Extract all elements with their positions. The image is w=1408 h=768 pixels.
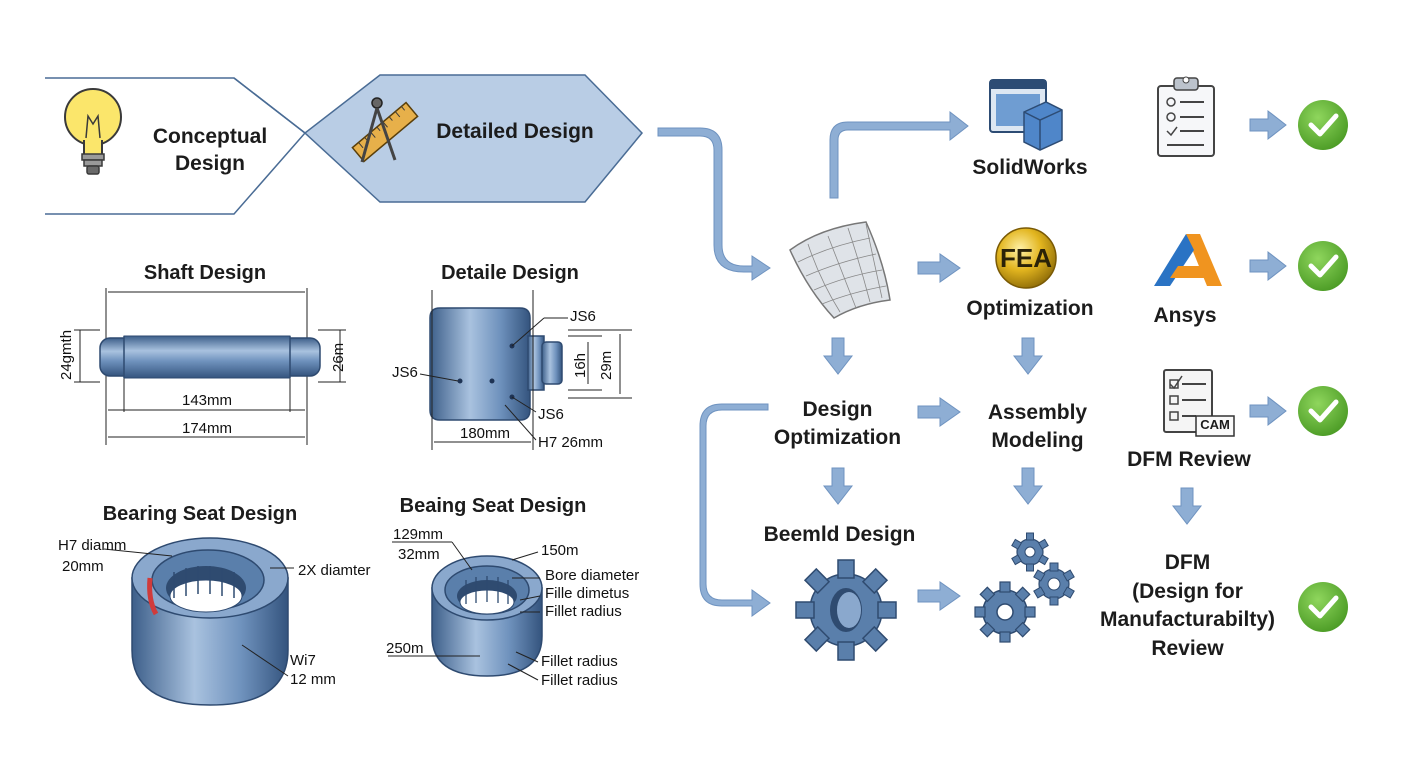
design-optimization-label: Design Optimization [773,398,902,449]
detail-js6-bottom: JS6 [538,406,564,423]
bearing-right-title: Beaing Seat Design [399,495,587,517]
cam-label: CAM [1200,417,1230,432]
ansys-logo-icon [1154,234,1222,286]
detail-part-body [429,307,563,421]
solidworks-label: SolidWorks [972,156,1088,179]
cam-checklist-icon [1163,369,1235,437]
bearing-left-w7: Wi7 [290,652,316,669]
dfm-full-label: DFM (Design for Manufacturabilty) Review [1099,551,1275,660]
detailed-design-hexagon [303,74,644,203]
bearing-left-dia: 2X diamter [298,562,371,579]
gears-assembly-icon [974,532,1075,643]
detailed-design-label: Detailed Design [436,120,594,143]
detail-part-dimensions [419,290,632,450]
check-circle-icon [1298,241,1348,291]
bearing-right-fillet1: Fillet radius [545,603,622,620]
compass-ruler-icon [351,97,419,163]
detail-dim-16: 16h [572,352,589,378]
bearing-right-fille: Fille dimetus [545,585,630,602]
block-arrows [822,109,1287,611]
check-circle-icon [1298,582,1348,632]
flow-arrow-loop [699,403,771,617]
detail-dim-29: 29m [598,350,615,380]
bearing-right-d32: 32mm [398,546,440,563]
optimization-label: Optimization [966,297,1094,320]
ansys-label: Ansys [1153,304,1217,327]
bearing-right-fillet2: Fillet radius [541,653,618,670]
shaft-design-title: Shaft Design [143,262,267,284]
shaft-dim-inner: 143mm [182,392,233,409]
bearing-right-d129: 129mm [393,526,444,543]
lightbulb-icon [64,88,122,175]
bearing-left-body [131,537,289,706]
beemld-design-label: Beemld Design [763,523,916,546]
bearing-right-d25: 250m [386,640,424,657]
mesh-icon [789,221,891,319]
bearing-right-leaders [388,541,541,681]
bearing-left-leaders [103,548,294,677]
bearing-left-d12: 12 mm [290,671,336,688]
bearing-left-title: Bearing Seat Design [102,503,298,525]
detail-dim-180: 180mm [460,425,511,442]
bearing-right-body [431,555,543,677]
fea-badge-label: FEA [1000,243,1052,273]
detail-h7: H7 26mm [538,434,604,451]
bearing-right-d150: 150m [541,542,579,559]
shaft-dim-left: 24gmth [58,329,75,380]
flow-arrow-main [657,127,771,281]
bearing-left-d20: 20mm [62,558,104,575]
gear-icon [795,559,897,661]
assembly-modeling-label: Assembly Modeling [987,401,1088,452]
solidworks-icon [989,79,1063,151]
fea-badge-icon [995,227,1057,289]
shaft-body [99,335,321,379]
shaft-dim-right: 26m [330,342,347,372]
flow-arrow-to-solidworks [829,110,969,199]
conceptual-design-label: Conceptual Design [152,125,268,175]
clipboard-icon [1157,76,1215,157]
detail-js6-left: JS6 [392,364,418,381]
detail-part-title: Detaile Design [441,262,579,284]
detail-js6-top: JS6 [570,308,596,325]
bearing-right-bore: Bore diameter [545,567,640,584]
check-circle-icon [1298,386,1348,436]
bearing-left-h7: H7 diamm [58,537,127,554]
dfm-review-label: DFM Review [1127,448,1251,471]
shaft-dim-total: 174mm [182,420,233,437]
bearing-right-fillet3: Fillet radius [541,672,618,689]
check-circle-icon [1298,100,1348,150]
